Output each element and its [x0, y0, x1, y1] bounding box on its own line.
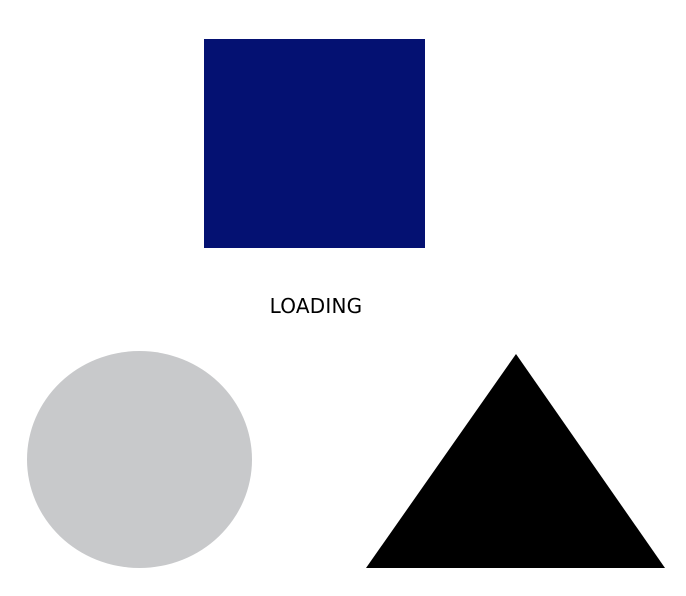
triangle-shape [366, 354, 665, 568]
triangle-polygon [366, 354, 665, 568]
loading-status-text: LOADING [269, 294, 363, 318]
square-shape [204, 39, 425, 248]
circle-shape [27, 351, 252, 568]
